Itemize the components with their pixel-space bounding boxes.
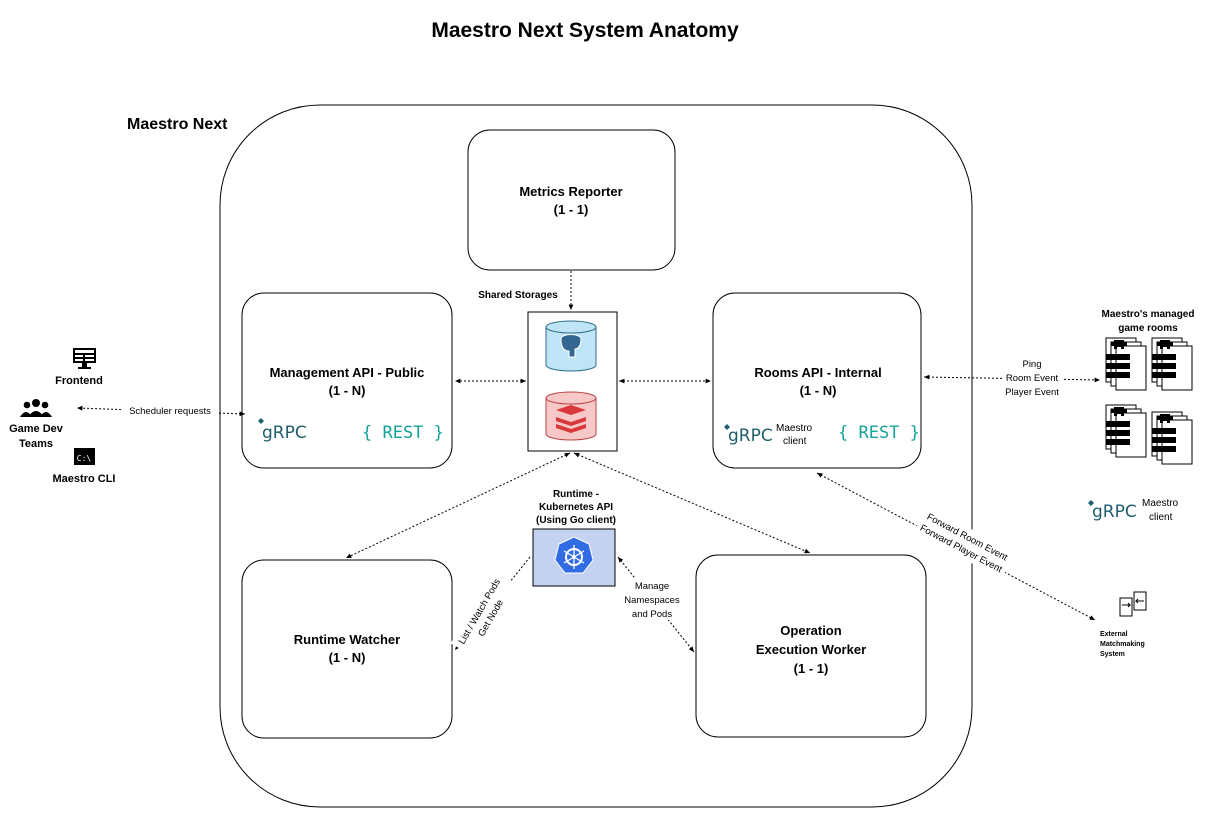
game-dev-teams-label[interactable]: Game Dev bbox=[9, 423, 64, 435]
terminal-icon: C:\ bbox=[74, 448, 95, 465]
redis-icon bbox=[545, 391, 597, 441]
rooms-api-box[interactable]: Rooms API - Internal (1 - N) gRPC Maestr… bbox=[712, 292, 922, 469]
diagram-title: Maestro Next System Anatomy bbox=[431, 19, 739, 42]
grpc-logo-icon: gRPC bbox=[1088, 500, 1137, 522]
grpc-logo-icon: gRPC bbox=[258, 418, 307, 443]
svg-text:gRPC: gRPC bbox=[728, 426, 773, 446]
runtime-label: Runtime - bbox=[553, 489, 599, 500]
ping-label: Ping bbox=[1022, 359, 1041, 370]
grpc-logo-icon: gRPC bbox=[724, 424, 773, 446]
runtime-label: Kubernetes API bbox=[539, 502, 613, 513]
management-api-box[interactable]: Management API - Public (1 - N) gRPC { R… bbox=[241, 292, 453, 469]
metrics-reporter-box[interactable]: Metrics Reporter (1 - 1) bbox=[467, 129, 676, 271]
kubernetes-runtime-box[interactable] bbox=[532, 528, 616, 587]
room-event-label: Room Event bbox=[1006, 373, 1059, 384]
metrics-reporter-title: Metrics Reporter bbox=[519, 184, 622, 199]
shared-storages-box[interactable] bbox=[527, 311, 618, 452]
operation-worker-title-1: Operation bbox=[780, 623, 841, 638]
scheduler-requests-label: Scheduler requests bbox=[129, 406, 211, 417]
maestro-client-label: client bbox=[1149, 512, 1173, 523]
managed-rooms-title: game rooms bbox=[1118, 323, 1178, 334]
operation-worker-title-2: Execution Worker bbox=[756, 642, 866, 657]
matchmaking-icon bbox=[1119, 591, 1147, 617]
manage-label: Manage bbox=[635, 581, 669, 592]
operation-worker-cardinality: (1 - 1) bbox=[794, 661, 829, 676]
rooms-api-cardinality: (1 - N) bbox=[800, 383, 837, 398]
rest-logo-icon: { REST } bbox=[838, 423, 920, 443]
maestro-client-label: client bbox=[783, 436, 807, 447]
manage-label: and Pods bbox=[632, 609, 672, 620]
metrics-reporter-cardinality: (1 - 1) bbox=[554, 202, 589, 217]
managed-rooms-title: Maestro's managed bbox=[1102, 309, 1195, 320]
game-server-icon bbox=[1105, 337, 1193, 465]
runtime-label: (Using Go client) bbox=[536, 515, 616, 526]
svg-text:gRPC: gRPC bbox=[1092, 502, 1137, 522]
shared-storages-label: Shared Storages bbox=[478, 290, 558, 301]
maestro-client-label: Maestro bbox=[776, 423, 813, 434]
runtime-watcher-title: Runtime Watcher bbox=[294, 632, 400, 647]
game-dev-teams-label[interactable]: Teams bbox=[19, 438, 53, 450]
operation-worker-box[interactable]: Operation Execution Worker (1 - 1) bbox=[695, 554, 927, 738]
postgresql-icon bbox=[545, 320, 597, 372]
people-icon bbox=[20, 399, 52, 417]
runtime-watcher-box[interactable]: Runtime Watcher (1 - N) bbox=[241, 559, 453, 739]
player-event-label: Player Event bbox=[1005, 387, 1059, 398]
rest-logo-icon: { REST } bbox=[362, 423, 444, 443]
matchmaking-label[interactable]: System bbox=[1100, 651, 1125, 658]
maestro-cli-label[interactable]: Maestro CLI bbox=[53, 473, 116, 485]
maestro-client-label: Maestro bbox=[1142, 498, 1179, 509]
runtime-watcher-cardinality: (1 - N) bbox=[329, 650, 366, 665]
rooms-api-title: Rooms API - Internal bbox=[754, 365, 881, 380]
management-api-title: Management API - Public bbox=[270, 365, 425, 380]
manage-label: Namespaces bbox=[624, 595, 680, 606]
management-api-cardinality: (1 - N) bbox=[329, 383, 366, 398]
svg-text:gRPC: gRPC bbox=[262, 423, 307, 443]
container-label: Maestro Next bbox=[127, 116, 228, 133]
monitor-icon bbox=[73, 348, 96, 369]
matchmaking-label[interactable]: External bbox=[1100, 631, 1128, 638]
matchmaking-label[interactable]: Matchmaking bbox=[1100, 641, 1145, 648]
svg-text:C:\: C:\ bbox=[77, 454, 92, 463]
frontend-label[interactable]: Frontend bbox=[55, 375, 103, 387]
